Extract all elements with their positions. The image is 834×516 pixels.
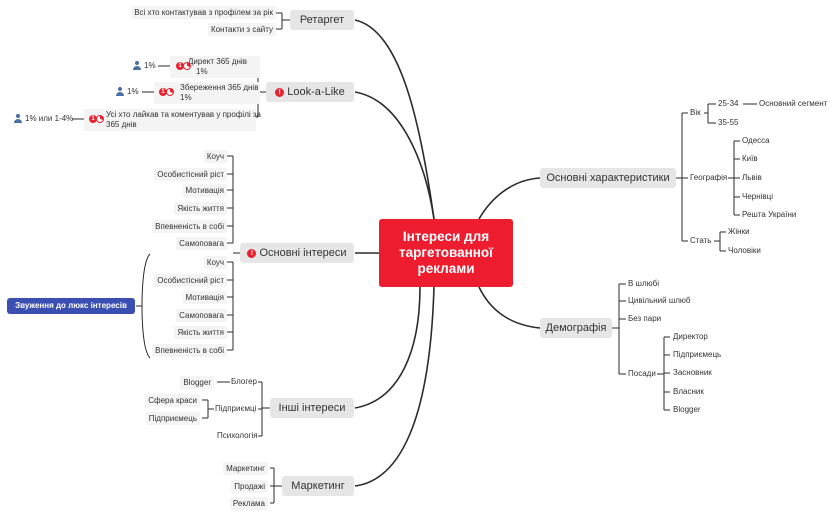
- demography-item-1[interactable]: В шлюбі: [628, 279, 660, 288]
- person-icon: [14, 114, 22, 123]
- geo-item-4[interactable]: Чернівці: [742, 192, 774, 201]
- geo-label[interactable]: Географія: [690, 173, 728, 182]
- priority-1-icon: !: [275, 87, 285, 97]
- interest-bottom-3[interactable]: Мотивація: [182, 291, 227, 304]
- interest-top-6[interactable]: Самоповага: [176, 237, 227, 250]
- branch-other-interests[interactable]: Інші інтереси: [270, 398, 354, 418]
- marketing-item-2[interactable]: Продажі: [231, 480, 268, 493]
- interest-bottom-2[interactable]: Особистісний ріст: [154, 274, 227, 287]
- branch-marketing[interactable]: Маркетинг: [282, 476, 354, 496]
- retarget-item-1[interactable]: Всі хто контактував з профілем за рік: [131, 6, 276, 19]
- lookalike-item-3[interactable]: Усі хто лайкав та коментував у профілі з…: [84, 109, 261, 131]
- marketing-item-1[interactable]: Маркетинг: [223, 462, 268, 475]
- interest-top-2[interactable]: Особистісний ріст: [154, 168, 227, 181]
- priority-1-icon: 1: [159, 88, 167, 96]
- age-range-1[interactable]: 25-34: [718, 99, 739, 108]
- interest-bottom-5[interactable]: Якість життя: [174, 326, 227, 339]
- person-icon: [133, 61, 141, 70]
- posady-item-2[interactable]: Підприємець: [673, 350, 722, 359]
- sex-label[interactable]: Стать: [690, 236, 712, 245]
- posady-item-5[interactable]: Blogger: [673, 405, 701, 414]
- marketing-item-3[interactable]: Реклама: [229, 497, 268, 510]
- posady-label[interactable]: Посади: [628, 369, 656, 378]
- other-business[interactable]: Підприємці: [215, 404, 257, 413]
- age-segment[interactable]: Основний сегмент: [759, 99, 828, 108]
- person-icon: [116, 87, 124, 96]
- sex-item-1[interactable]: Жінки: [728, 227, 750, 236]
- branch-retarget[interactable]: Ретаргет: [290, 10, 354, 30]
- interest-top-1[interactable]: Коуч: [203, 150, 227, 163]
- other-blogger[interactable]: Блогер: [231, 377, 258, 386]
- priority-1-icon: 1: [176, 62, 184, 70]
- lookalike-item-1-text: Директ 365 днів: [188, 57, 247, 66]
- progress-pie-icon: [183, 62, 191, 70]
- retarget-item-2[interactable]: Контакти з сайту: [207, 23, 276, 36]
- branch-main-characteristics[interactable]: Основні характеристики: [540, 168, 676, 188]
- central-topic-line3: реклами: [417, 261, 475, 276]
- other-business-child-2[interactable]: Підприємець: [145, 412, 200, 425]
- branch-main-interests[interactable]: ! Основні інтереси: [240, 243, 354, 263]
- geo-item-5[interactable]: Решта України: [742, 210, 797, 219]
- age-label[interactable]: Вік: [690, 108, 701, 117]
- geo-item-1[interactable]: Одесса: [742, 136, 770, 145]
- lookalike-item-1-sub: 1%: [196, 67, 208, 76]
- sex-item-2[interactable]: Чоловіки: [728, 246, 761, 255]
- other-psychology[interactable]: Психологія: [217, 431, 258, 440]
- age-range-2[interactable]: 35-55: [718, 118, 739, 127]
- central-topic-line1: Інтереси для: [402, 229, 490, 244]
- posady-item-3[interactable]: Засновник: [673, 368, 712, 377]
- priority-1-icon: 1: [89, 115, 97, 123]
- interest-bottom-4[interactable]: Самоповага: [176, 309, 227, 322]
- interest-bottom-1[interactable]: Коуч: [203, 256, 227, 269]
- lookalike-item-1[interactable]: Директ 365 днів 1%: [170, 56, 260, 78]
- central-topic[interactable]: Інтереси для таргетованної реклами: [379, 219, 513, 287]
- branch-demography[interactable]: Демографія: [540, 318, 612, 338]
- priority-1-icon: !: [247, 248, 257, 258]
- other-business-child-1[interactable]: Сфера краси: [145, 394, 200, 407]
- lookalike-item-3-text: Усі хто лайкав та коментував у профілі з…: [106, 110, 261, 119]
- demography-item-3[interactable]: Без пари: [628, 314, 662, 323]
- geo-item-3[interactable]: Львів: [742, 173, 762, 182]
- lookalike-item-2-text: Збереження 365 днів: [180, 83, 259, 92]
- lookalike-item-3-sub: 365 днів: [106, 120, 137, 129]
- posady-item-1[interactable]: Директор: [673, 332, 708, 341]
- progress-pie-icon: [96, 115, 104, 123]
- lookalike-item-2[interactable]: Збереження 365 днів 1%: [154, 82, 260, 104]
- branch-lookalike[interactable]: ! Look-a-Like: [266, 82, 354, 102]
- lookalike-item-1-pct: 1%: [144, 61, 156, 70]
- central-topic-line2: таргетованної: [399, 245, 493, 260]
- progress-pie-icon: [166, 88, 174, 96]
- lookalike-item-2-sub: 1%: [180, 93, 192, 102]
- branch-lookalike-label: Look-a-Like: [287, 86, 345, 98]
- demography-item-2[interactable]: Цивільний шлюб: [628, 296, 691, 305]
- lookalike-item-2-pct: 1%: [127, 87, 139, 96]
- interest-top-5[interactable]: Впевненість в собі: [152, 220, 227, 233]
- geo-item-2[interactable]: Київ: [742, 154, 758, 163]
- interest-top-4[interactable]: Якість життя: [174, 202, 227, 215]
- interest-top-3[interactable]: Мотивація: [182, 184, 227, 197]
- other-blogger-child[interactable]: Blogger: [180, 376, 214, 389]
- lookalike-item-3-pct: 1% или 1-4%: [25, 114, 74, 123]
- summary-label[interactable]: Звуження до люкс інтересів: [7, 298, 135, 314]
- posady-item-4[interactable]: Власник: [673, 387, 704, 396]
- branch-main-interests-label: Основні інтереси: [259, 247, 347, 259]
- interest-bottom-6[interactable]: Впевненість в собі: [152, 344, 227, 357]
